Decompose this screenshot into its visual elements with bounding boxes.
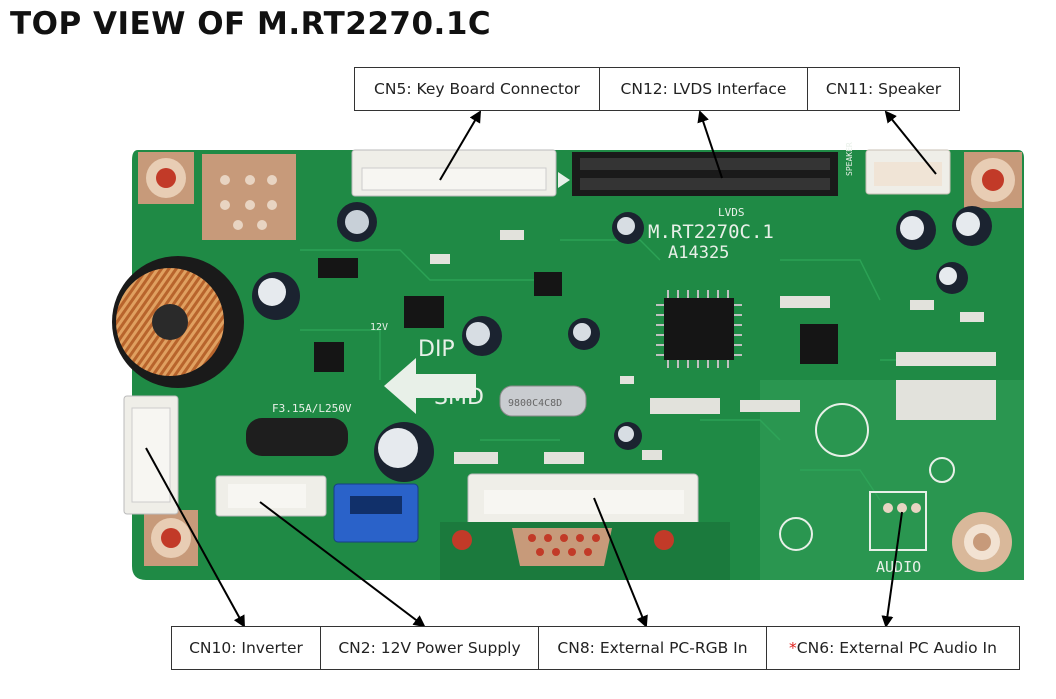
chips [314,258,838,372]
board-audio-text: AUDIO [876,558,921,576]
top-connector-labels: CN5: Key Board Connector CN12: LVDS Inte… [354,67,960,111]
toroid-inductor [112,256,244,388]
board-speaker-text: SPEAKER [845,142,854,176]
label-cn5: CN5: Key Board Connector [355,68,600,110]
capacitors [252,202,992,482]
cn10-inverter-connector [123,395,179,515]
heatsink-pad [202,154,296,240]
board-batch-text: A14325 [668,243,729,263]
arrow-cn8 [593,497,648,628]
dip-smd-marking [384,358,476,414]
bottom-connector-labels: CN10: Inverter CN2: 12V Power Supply CN8… [171,626,1020,670]
arrow-cn2 [259,501,426,628]
arrow-cn10 [145,447,245,628]
pointer-arrows [145,110,937,628]
smd-components [430,230,984,464]
board-dip-text: DIP [418,337,455,362]
label-cn2: CN2: 12V Power Supply [321,627,539,669]
board-model-text: M.RT2270C.1 [648,221,774,243]
blue-connector [333,483,419,543]
label-cn10: CN10: Inverter [172,627,321,669]
arrow-cn11 [884,110,937,175]
required-asterisk: * [789,639,797,657]
cn2-power-connector [215,475,327,517]
cn12-lvds-header [558,152,838,196]
arrow-cn5 [439,110,482,181]
label-cn11: CN11: Speaker [825,80,942,98]
arrow-cn12 [697,110,723,179]
board-smd-text: SMD [434,385,484,410]
label-cn6-text: CN6: External PC Audio In [796,639,997,657]
board-lvds-text: LVDS [718,206,745,219]
cn6-audio-area [779,403,955,551]
cn8-vga-connector [440,473,730,580]
label-cn6: *CN6: External PC Audio In [767,627,1019,669]
mounting-holes [138,152,1022,572]
arrow-cn6 [881,511,903,628]
board-fuse-text: F3.15A/L250V [272,402,352,415]
cn5-keyboard-connector [351,149,557,197]
board-12v-text: 12V [370,322,388,333]
choke-inductor [246,418,348,456]
label-cn12: CN12: LVDS Interface [600,68,808,110]
label-cn8: CN8: External PC-RGB In [539,627,767,669]
cn11-speaker-connector [865,149,951,195]
audio-ic-pads [896,352,996,420]
page-title: TOP VIEW OF M.RT2270.1C [10,6,492,42]
silkscreen-text: M.RT2270C.1 A14325 LVDS DIP SMD AUDIO F3… [272,142,921,576]
crystal-y1 [499,385,587,417]
board-crystal-text: 9800C4C8D [508,398,562,409]
